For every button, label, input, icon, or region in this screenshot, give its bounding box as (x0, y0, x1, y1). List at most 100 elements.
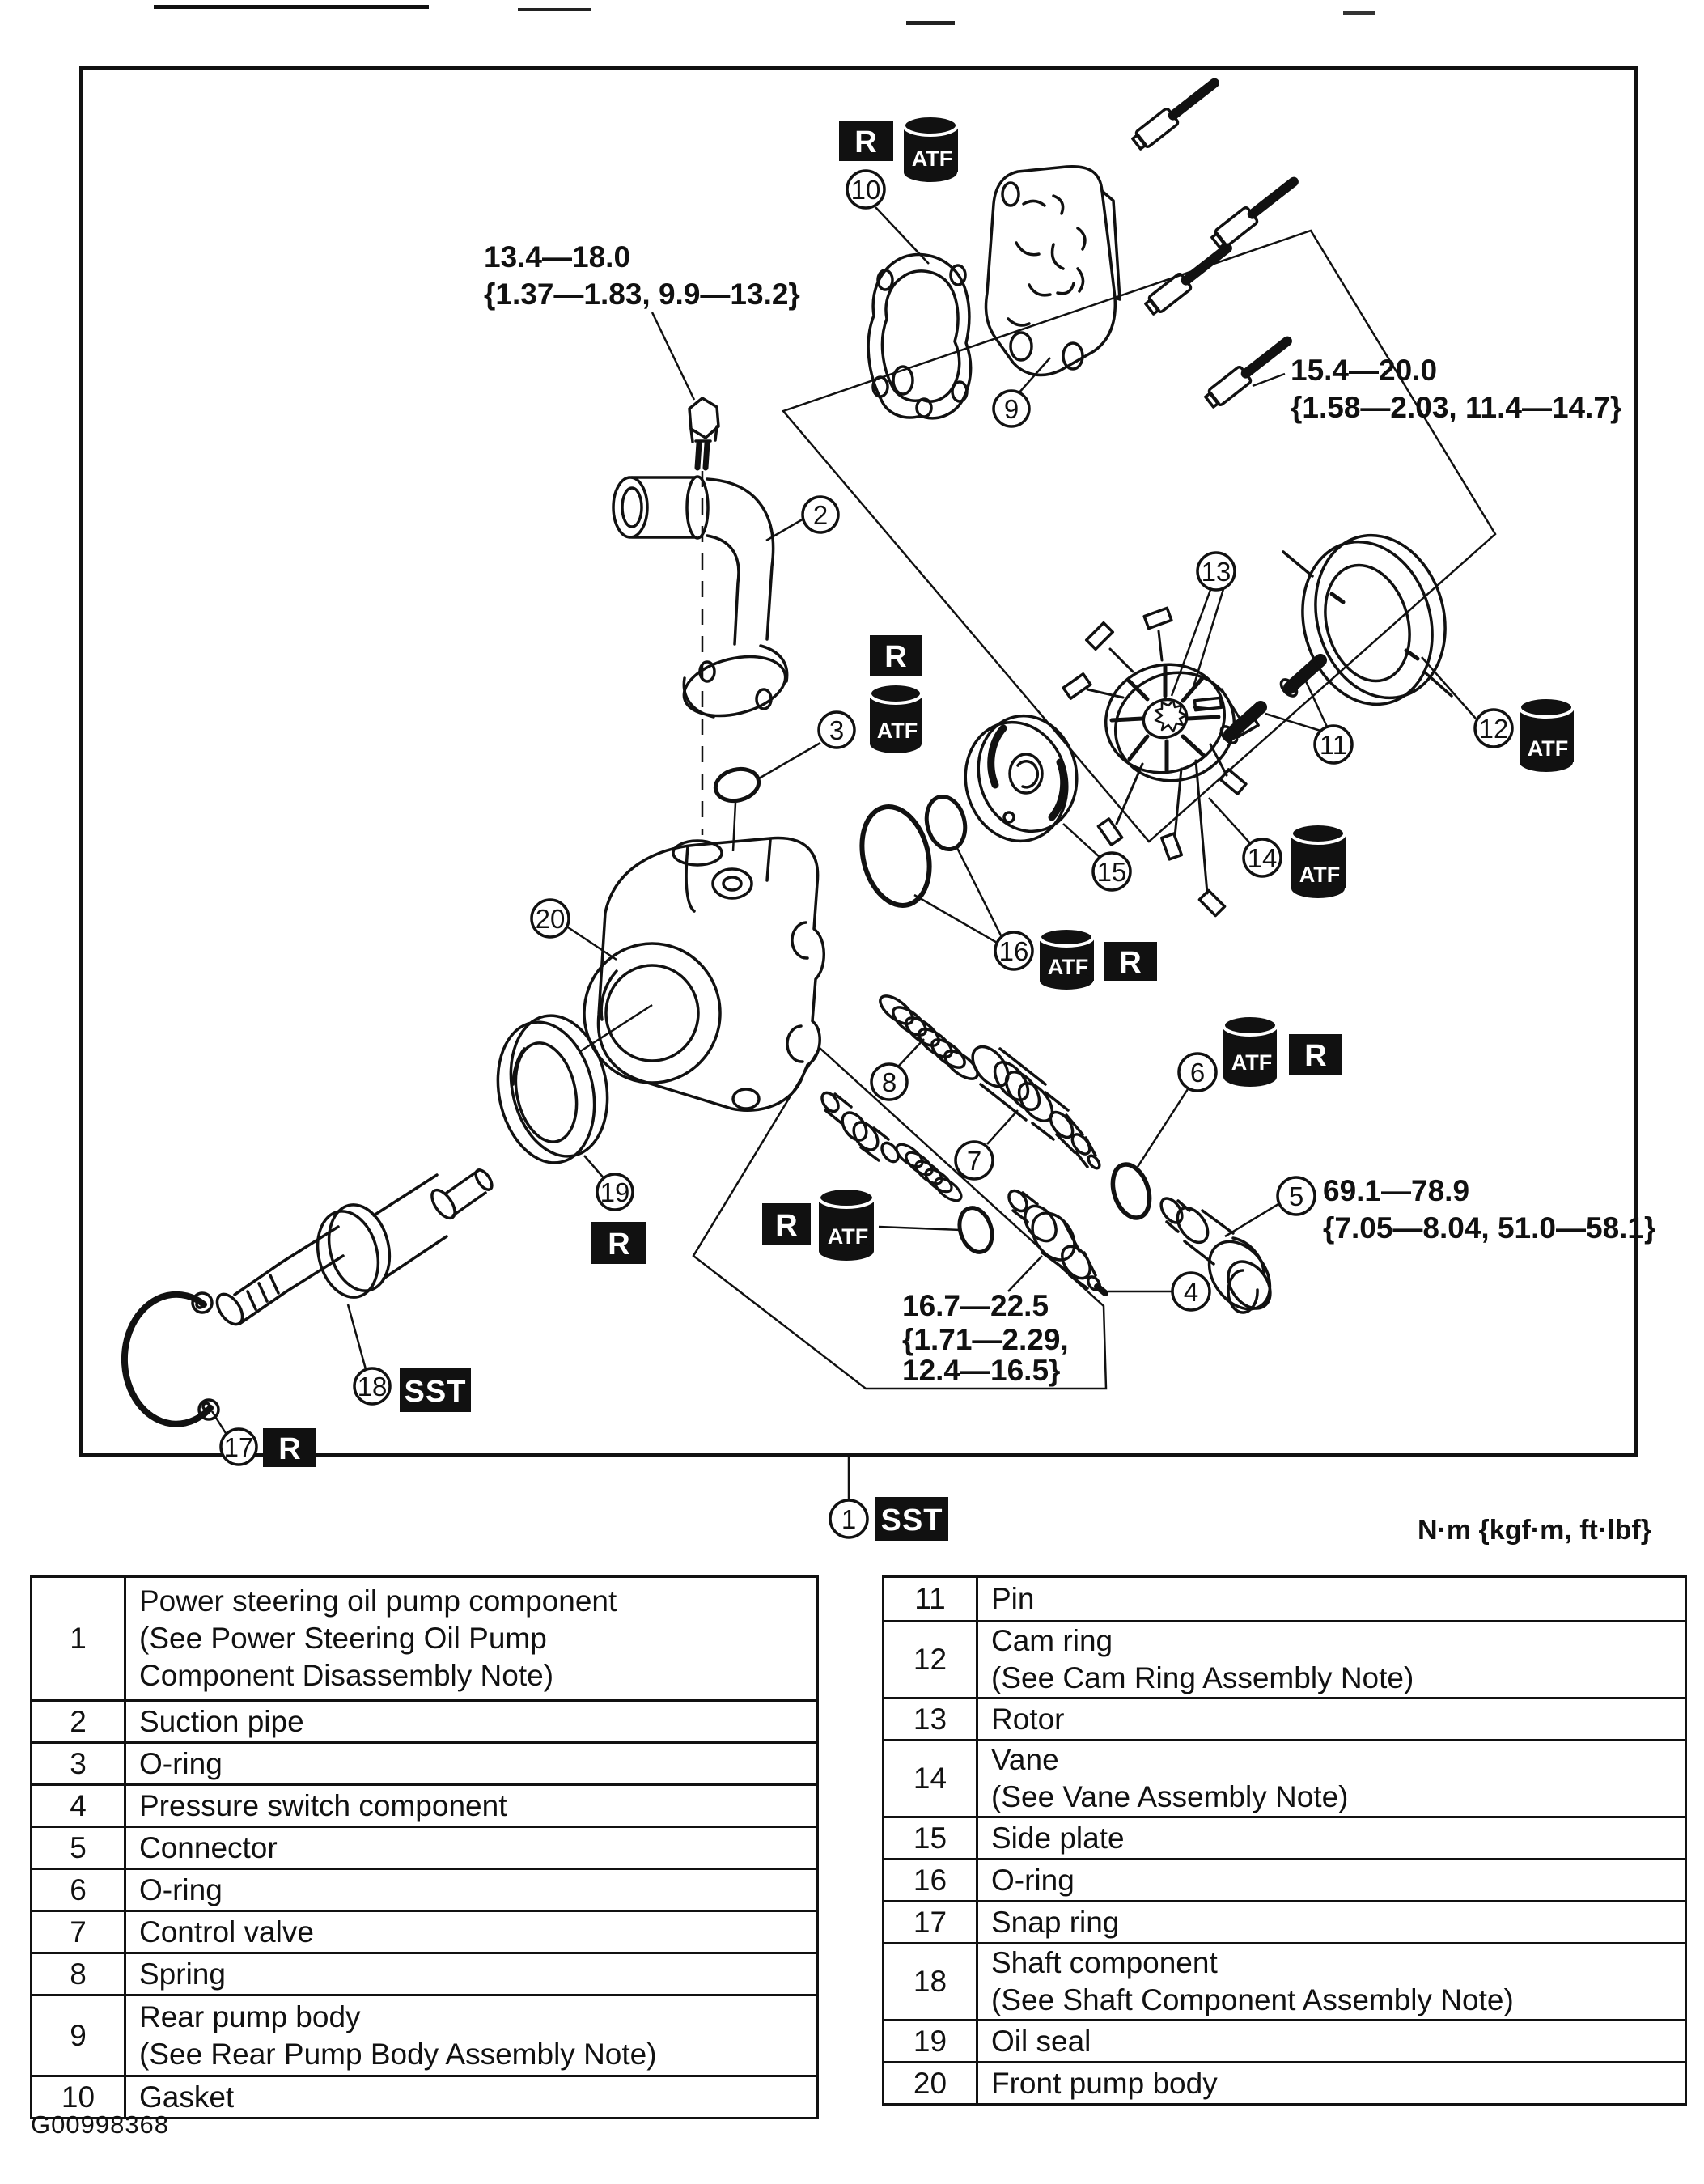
part-number: 6 (32, 1870, 126, 1910)
callout-number: 15 (1097, 857, 1127, 887)
marker-r-label: R (1119, 946, 1141, 980)
description-line: O-ring (139, 1746, 223, 1780)
callout-number: 6 (1190, 1058, 1205, 1088)
shaft-component (215, 1168, 494, 1326)
callout-number: 1 (841, 1504, 856, 1534)
description-line: Suction pipe (139, 1704, 304, 1738)
part-number: 16 (884, 1860, 978, 1900)
marker-r-label: R (775, 1209, 797, 1243)
table-row: 18 Shaft component (See Shaft Component … (884, 1942, 1685, 2019)
part-description: Suction pipe (126, 1702, 816, 1741)
description-line: Rotor (991, 1702, 1065, 1736)
part-number: 14 (884, 1741, 978, 1816)
o-rings-16 (859, 795, 968, 908)
part-description: Vane (See Vane Assembly Note) (978, 1741, 1685, 1816)
marker-atf-14: ATF (1290, 822, 1346, 898)
part-description: Connector (126, 1828, 816, 1868)
snap-ring (121, 1291, 220, 1427)
callout-15: 15 (1091, 851, 1132, 892)
part-description: Side plate (978, 1818, 1685, 1858)
torque-spec-pressure-switch: 16.7—22.5 {1.71—2.29, 12.4—16.5} (902, 1289, 1069, 1387)
description-line: Shaft component (991, 1946, 1218, 1979)
marker-r-label: R (884, 640, 906, 674)
callout-2: 2 (801, 495, 840, 534)
callout-number: 12 (1479, 714, 1509, 744)
units-note: N·m {kgf·m, ft·lbf} (1418, 1515, 1651, 1546)
part-description: Pressure switch component (126, 1786, 816, 1826)
description-line: Oil seal (991, 2024, 1091, 2058)
callout-6: 6 (1177, 1052, 1218, 1092)
part-description: O-ring (978, 1860, 1685, 1900)
description-line: Front pump body (991, 2066, 1218, 2100)
part-description: Pin (978, 1578, 1685, 1620)
marker-sst-label: SST (881, 1503, 943, 1537)
exploded-diagram: 13.4—18.0 {1.37—1.83, 9.9—13.2} 15.4—20.… (79, 5, 1655, 1546)
part-number: 12 (884, 1622, 978, 1697)
part-number: 9 (32, 1996, 126, 2075)
part-number: 18 (884, 1944, 978, 2019)
pressure-switch-parts (820, 1091, 1108, 1296)
marker-atf-label: ATF (912, 146, 952, 171)
callout-number: 19 (600, 1177, 630, 1207)
part-number: 20 (884, 2063, 978, 2103)
callout-number: 16 (999, 936, 1029, 966)
cam-ring (1282, 533, 1453, 706)
description-line: Rear pump body (139, 2000, 361, 2033)
part-description: Snap ring (978, 1902, 1685, 1942)
description-line: Gasket (139, 2080, 235, 2114)
description-line: Snap ring (991, 1905, 1120, 1939)
callout-number: 11 (1320, 730, 1347, 760)
marker-atf-3: ATF (868, 682, 923, 753)
gasket (867, 252, 973, 420)
rear-pump-body (984, 165, 1121, 377)
callout-number: 18 (358, 1372, 388, 1402)
marker-r-label: R (854, 125, 876, 159)
part-description: Shaft component (See Shaft Component Ass… (978, 1944, 1685, 2019)
marker-r-16: R (1104, 942, 1157, 981)
marker-r-10: R (839, 121, 893, 161)
marker-atf-6: ATF (1222, 1014, 1278, 1087)
part-description: O-ring (126, 1870, 816, 1910)
description-line: Spring (139, 1957, 226, 1991)
part-description: O-ring (126, 1744, 816, 1783)
part-description: Oil seal (978, 2021, 1685, 2061)
description-line: (See Power Steering Oil Pump (139, 1622, 547, 1655)
part-description: Control valve (126, 1912, 816, 1952)
spec-d-line1: 16.7—22.5 (902, 1289, 1049, 1322)
torque-spec-rear-body-bolts: 15.4—20.0 {1.58—2.03, 11.4—14.7} (1291, 354, 1621, 424)
part-description: Cam ring (See Cam Ring Assembly Note) (978, 1622, 1685, 1697)
part-description: Gasket (126, 2077, 816, 2117)
callout-13: 13 (1196, 551, 1236, 592)
description-line: Connector (139, 1830, 278, 1864)
part-number: 4 (32, 1786, 126, 1826)
table-row: 1 Power steering oil pump component (See… (32, 1578, 816, 1699)
callout-19: 19 (596, 1173, 634, 1211)
marker-atf-12: ATF (1518, 696, 1575, 772)
callout-number: 14 (1248, 843, 1278, 873)
callout-12: 12 (1473, 708, 1514, 748)
description-line: Vane (991, 1743, 1059, 1776)
spec-b-line1: 15.4—20.0 (1291, 354, 1437, 387)
marker-r-3: R (870, 635, 922, 676)
callout-number: 5 (1289, 1181, 1303, 1211)
part-description: Rear pump body (See Rear Pump Body Assem… (126, 1996, 816, 2075)
marker-atf-label: ATF (1299, 863, 1340, 887)
callout-number: 10 (851, 175, 881, 205)
o-ring-6 (1110, 1162, 1152, 1220)
callout-7: 7 (954, 1140, 994, 1181)
spec-b-line2: {1.58—2.03, 11.4—14.7} (1291, 391, 1621, 424)
marker-r-label: R (278, 1432, 300, 1466)
suction-pipe-bolt (688, 397, 720, 471)
